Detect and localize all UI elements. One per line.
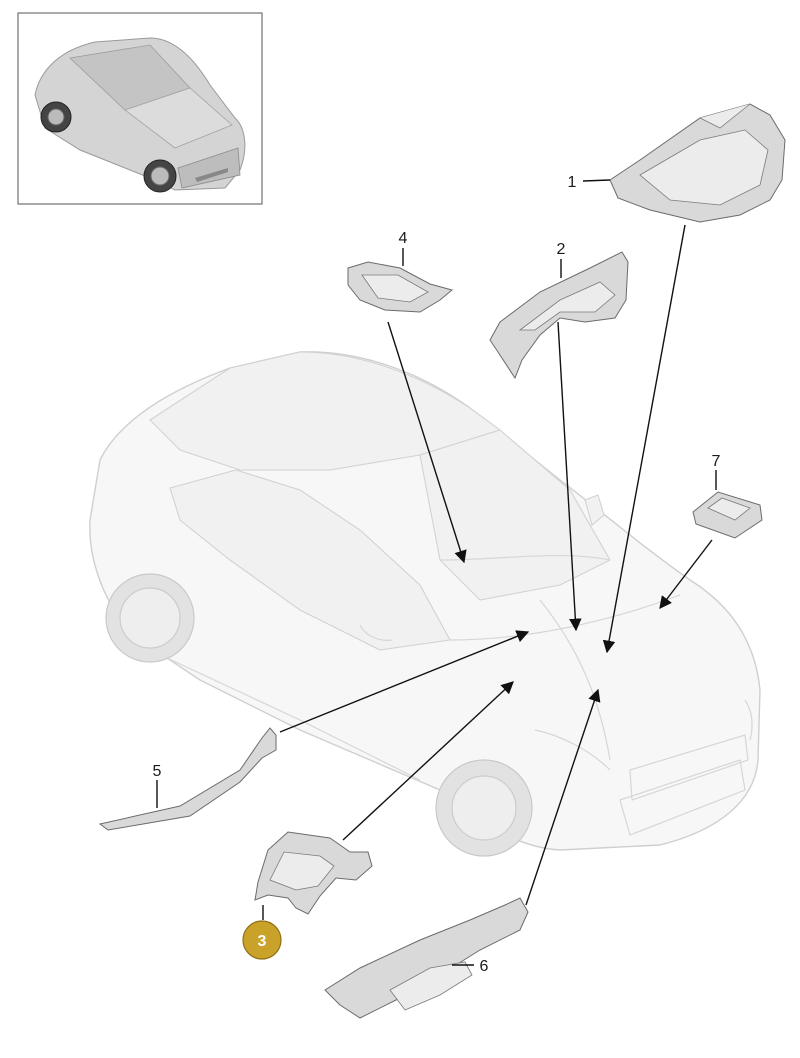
- installation-arrows: [279, 224, 713, 906]
- ghost-car-image: [89, 351, 761, 857]
- callout-3-label: 3: [258, 933, 267, 950]
- callout-4[interactable]: 4: [399, 230, 408, 247]
- part-4-image: [347, 261, 454, 313]
- callout-3-badge: [242, 920, 282, 960]
- callout-2-label: 2: [557, 241, 566, 258]
- callout-6-label: 6: [480, 958, 489, 975]
- callout-7-label: 7: [712, 453, 721, 470]
- overview-thumbnail: [17, 12, 263, 205]
- part-3-image: [254, 831, 373, 915]
- part-2-image: [489, 251, 629, 380]
- part-5-image: [98, 727, 277, 831]
- callout-1[interactable]: 1: [568, 174, 577, 191]
- ghost-car-rear-wheel: [105, 573, 195, 663]
- ghost-car-front-wheel: [435, 759, 533, 857]
- leader-lines: [156, 179, 717, 966]
- callout-3-highlighted[interactable]: 3: [242, 920, 282, 960]
- callout-1-label: 1: [568, 174, 577, 191]
- callout-4-label: 4: [399, 230, 408, 247]
- part-1-image: [609, 103, 786, 223]
- callout-5[interactable]: 5: [153, 763, 162, 780]
- thumbnail-car-image: [34, 37, 246, 193]
- callout-6[interactable]: 6: [480, 958, 489, 975]
- callout-7[interactable]: 7: [712, 453, 721, 470]
- callout-5-label: 5: [153, 763, 162, 780]
- part-7-image: [692, 491, 763, 539]
- part-6-image: [324, 897, 529, 1019]
- callout-2[interactable]: 2: [557, 241, 566, 258]
